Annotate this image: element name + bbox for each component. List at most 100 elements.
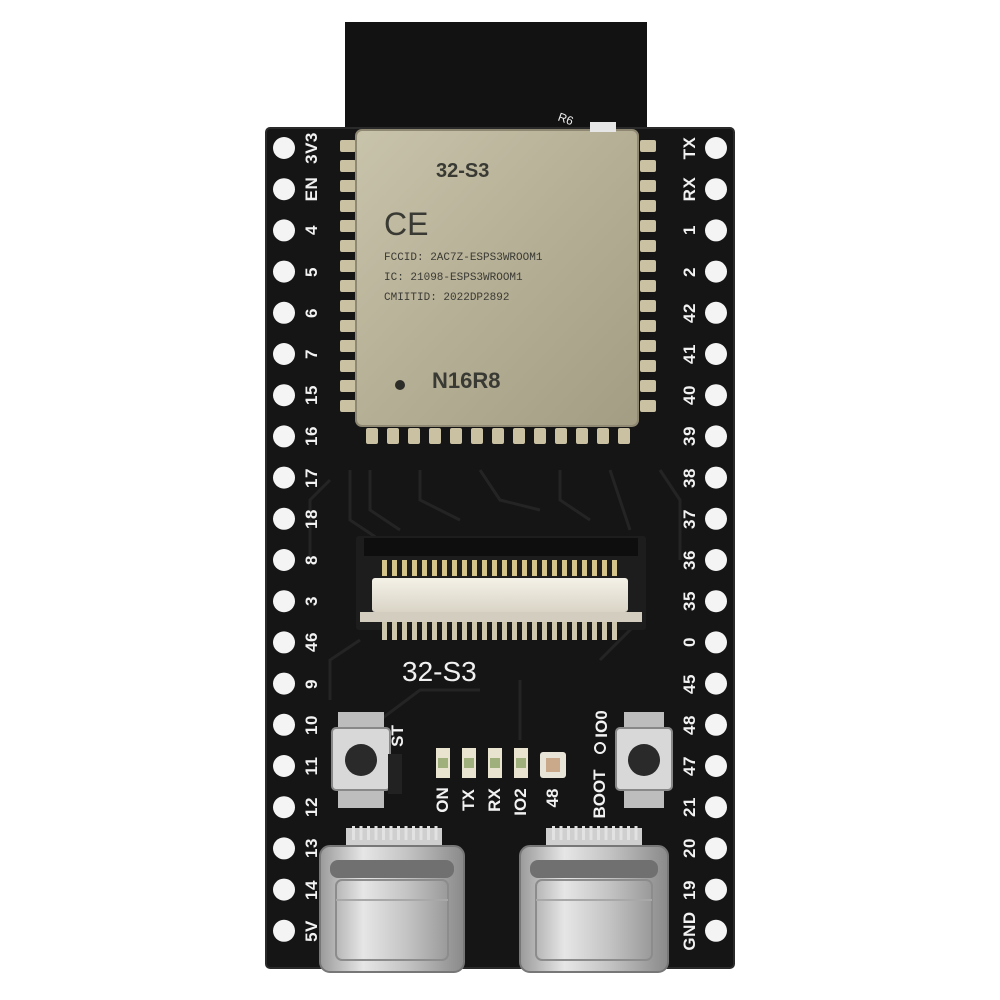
fpc-pin (572, 560, 577, 576)
fpc-connector (356, 536, 646, 640)
reset-label: ST (388, 725, 407, 747)
module-pad (640, 240, 656, 252)
module-pad (340, 300, 356, 312)
usb-c-port-left[interactable] (319, 826, 465, 973)
left-pin-label: 4 (302, 225, 321, 236)
module-pad (534, 428, 546, 444)
left-pin-label: 17 (302, 467, 321, 488)
led-label-rx: RX (485, 788, 504, 812)
led-label-tx: TX (459, 789, 478, 811)
left-pin-hole (273, 219, 295, 242)
module-pad (555, 428, 567, 444)
module-pad (640, 220, 656, 232)
left-pin-hole (273, 137, 295, 159)
fccid-text: FCCID: 2AC7Z-ESPS3WROOM1 (384, 252, 543, 264)
right-pin-label: 48 (680, 714, 699, 735)
right-pin-label: RX (680, 176, 699, 202)
usb-pin (619, 826, 623, 840)
right-pin-hole (705, 837, 727, 860)
fpc-pin (412, 622, 417, 640)
left-pin-label: 15 (302, 385, 321, 406)
fpc-pin (402, 560, 407, 576)
fpc-pin (512, 560, 517, 576)
fpc-pin (382, 622, 387, 640)
module-pad (576, 428, 588, 444)
ce-mark: CE (384, 206, 429, 242)
module-pad (340, 320, 356, 332)
usb-pin (427, 826, 430, 840)
fpc-pin (502, 622, 507, 640)
left-pin-label: 13 (302, 838, 321, 859)
usb-pin (589, 826, 593, 840)
led-row (436, 748, 566, 778)
usb-pin (412, 826, 415, 840)
module-pad (640, 300, 656, 312)
module-pad (618, 428, 630, 444)
fpc-pin (392, 622, 397, 640)
reset-button[interactable] (331, 712, 391, 808)
usb-pin (574, 826, 578, 840)
left-pin-label: 14 (302, 879, 321, 900)
right-pin-hole (705, 755, 727, 777)
usb-pin (627, 826, 630, 840)
fpc-pin (532, 622, 537, 640)
module-pad (408, 428, 420, 444)
right-pin-label: TX (680, 136, 699, 160)
left-pin-label: 46 (302, 632, 321, 653)
right-pin-label: 41 (680, 344, 699, 364)
right-pin-hole (705, 137, 727, 159)
right-pin-label: 36 (680, 550, 699, 570)
fpc-pin (432, 622, 437, 640)
left-pin-hole (273, 301, 295, 324)
right-pin-hole (705, 343, 727, 365)
right-pin-hole (705, 713, 727, 736)
right-pin-hole (705, 425, 727, 448)
right-pin-hole (705, 260, 727, 283)
fpc-pin (482, 560, 487, 576)
module-pad (340, 280, 356, 292)
fpc-pin (432, 560, 437, 576)
left-pin-label: 11 (302, 756, 321, 776)
fpc-pin (592, 560, 597, 576)
left-pin-hole (273, 672, 295, 695)
right-pin-label: 38 (680, 467, 699, 488)
led-label-48: 48 (543, 788, 562, 808)
fpc-pin (582, 622, 587, 640)
left-pin-label: 3V3 (302, 132, 321, 164)
usb-pin (404, 826, 408, 840)
usb-pin (419, 826, 423, 840)
fpc-pin (422, 622, 427, 640)
module-pad (340, 340, 356, 352)
fpc-pin (442, 560, 447, 576)
right-pin-label: 39 (680, 426, 699, 447)
reset-side-component (388, 754, 402, 794)
fpc-pin (382, 560, 387, 576)
left-pin-hole (273, 178, 295, 201)
usb-pin (634, 826, 638, 840)
boot-button[interactable] (615, 712, 673, 808)
left-pin-hole (273, 837, 295, 860)
module-mark: 32-S3 (436, 160, 490, 182)
module-pad (450, 428, 462, 444)
right-pin-label: GND (680, 911, 699, 951)
io0-label: IO0 (592, 710, 611, 738)
module-pad (640, 260, 656, 272)
fpc-pin (492, 622, 497, 640)
usb-c-port-right[interactable] (519, 826, 669, 973)
module-shield (355, 129, 639, 427)
right-pin-label: 37 (680, 508, 699, 529)
right-pin-label: 1 (680, 225, 699, 236)
right-pin-hole (705, 384, 727, 407)
module-pad (340, 200, 356, 212)
module-pad (340, 160, 356, 172)
fpc-pin (492, 560, 497, 576)
left-pin-label: 18 (302, 508, 321, 529)
fpc-pin (602, 560, 607, 576)
right-pin-label: 19 (680, 879, 699, 900)
left-pin-hole (273, 260, 295, 283)
right-pin-label: 35 (680, 591, 699, 612)
usb-pin (367, 826, 370, 840)
fpc-pin (542, 622, 547, 640)
antenna-area (345, 22, 647, 132)
